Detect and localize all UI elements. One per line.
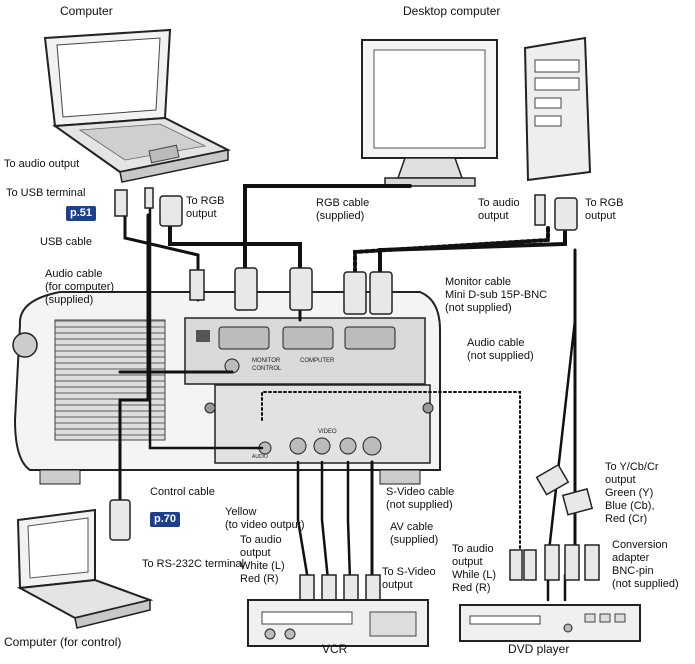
laptop-computer xyxy=(43,28,232,183)
label-to-ycbcr-output: To Y/Cb/Cr output Green (Y) Blue (Cb), R… xyxy=(605,461,659,525)
panel-monitor-label: MONITOR xyxy=(252,358,281,364)
projector: MONITOR CONTROL COMPUTER VIDEO AUDIO xyxy=(12,291,441,485)
label-dvd-player: DVD player xyxy=(508,642,570,656)
label-av-cable: AV cable (supplied) xyxy=(390,521,439,546)
label-s-video-cable: S-Video cable (not supplied) xyxy=(386,486,455,511)
label-usb-cable: USB cable xyxy=(40,236,92,248)
page-ref-usb-badge[interactable]: p.51 xyxy=(66,206,97,221)
label-to-audio-output-right: To audio output xyxy=(478,197,520,222)
label-to-rs232c: To RS-232C terminal xyxy=(142,558,245,570)
label-yellow-video: Yellow (to video output) xyxy=(225,506,305,531)
dvd-device xyxy=(459,604,641,642)
panel-audio-label: AUDIO xyxy=(252,454,268,460)
vcr-device xyxy=(247,599,429,647)
desktop-computer xyxy=(361,36,592,187)
label-to-audio-output-dvd: To audio output While (L) Red (R) xyxy=(452,543,497,594)
label-audio-cable-computer: Audio cable (for computer) (supplied) xyxy=(45,268,115,306)
label-computer: Computer xyxy=(60,4,113,18)
label-to-audio-output-left: To audio output xyxy=(4,158,80,170)
label-desktop-computer: Desktop computer xyxy=(403,4,501,18)
control-laptop xyxy=(16,508,154,629)
label-vcr: VCR xyxy=(322,642,348,656)
label-to-usb-terminal: To USB terminal xyxy=(6,187,86,199)
label-to-rgb-output-left: To RGB output xyxy=(186,195,225,220)
label-control-cable: Control cable xyxy=(150,486,215,498)
label-audio-cable-not-supplied: Audio cable (not supplied) xyxy=(467,337,534,362)
label-computer-for-control: Computer (for control) xyxy=(4,635,122,649)
connectors xyxy=(109,187,600,606)
label-monitor-cable: Monitor cable Mini D-sub 15P-BNC (not su… xyxy=(445,276,548,314)
page-ref-control-badge[interactable]: p.70 xyxy=(150,512,181,527)
panel-video-label: VIDEO xyxy=(318,429,337,435)
label-to-s-video-output: To S-Video output xyxy=(382,566,436,591)
panel-computer-label: COMPUTER xyxy=(300,358,335,364)
label-conversion-adapter: Conversion adapter BNC-pin (not supplied… xyxy=(612,539,679,590)
label-to-rgb-output-right: To RGB output xyxy=(585,197,624,222)
label-to-audio-output-vcr: To audio output White (L) Red (R) xyxy=(240,534,285,585)
panel-control-label: CONTROL xyxy=(252,366,282,372)
label-rgb-cable: RGB cable (supplied) xyxy=(316,197,370,222)
